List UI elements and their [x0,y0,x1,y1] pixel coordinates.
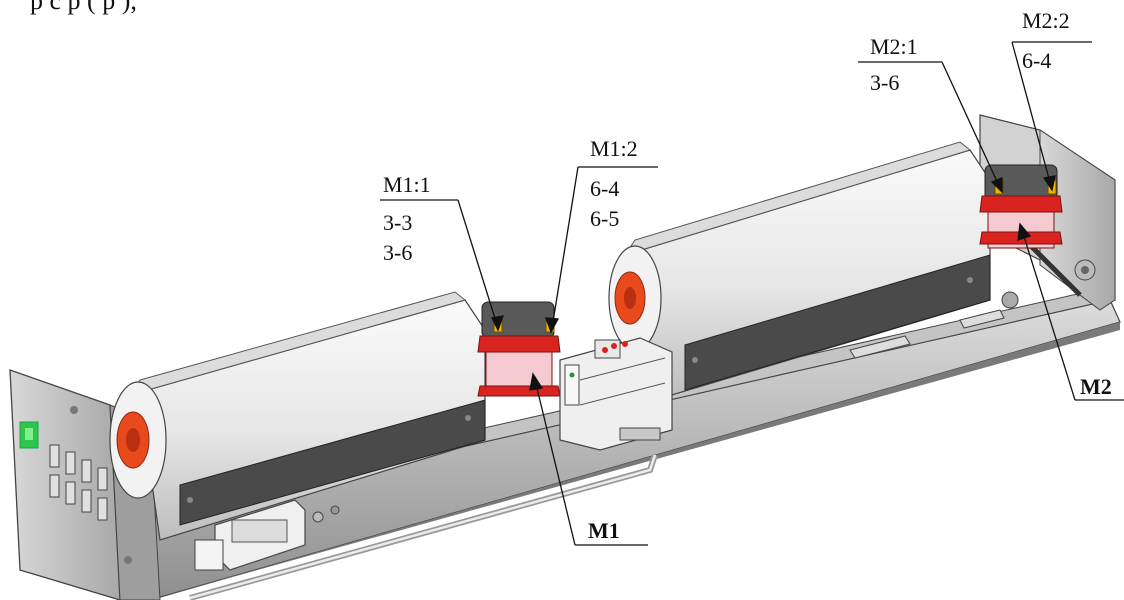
callout-m1-2-line-1: 6-4 [590,176,620,201]
partial-caption: р с р ( р ), [30,0,137,15]
callout-m2-1-line-1: 3-6 [870,70,900,95]
transformer [194,499,340,571]
switch-row [49,444,108,521]
callout-m2-1-title: M2:1 [870,34,918,59]
mounting-rail [849,291,1019,359]
callout-m2-2-title: M2:2 [1022,8,1070,33]
relay-modules [559,337,673,451]
callout-leaders [380,41,1124,546]
callout-m1-2-title: M1:2 [590,136,638,161]
control-panel [9,369,161,600]
fan-heater-left [109,291,486,541]
callout-m1-1-title: M1:1 [383,172,431,197]
callout-m1-label: M1 [588,518,620,543]
callout-m1-2-line-2: 6-5 [590,206,620,231]
motor-m2 [979,164,1063,249]
fan-heater-right [608,141,991,401]
callout-m1-1-line-2: 3-6 [383,240,413,265]
callout-m1-1-line-1: 3-3 [383,210,413,235]
callout-m2-label: M2 [1080,374,1112,399]
callout-m2-2-line-1: 6-4 [1022,48,1052,73]
motor-m1 [477,301,561,397]
support-bracket [189,454,658,600]
